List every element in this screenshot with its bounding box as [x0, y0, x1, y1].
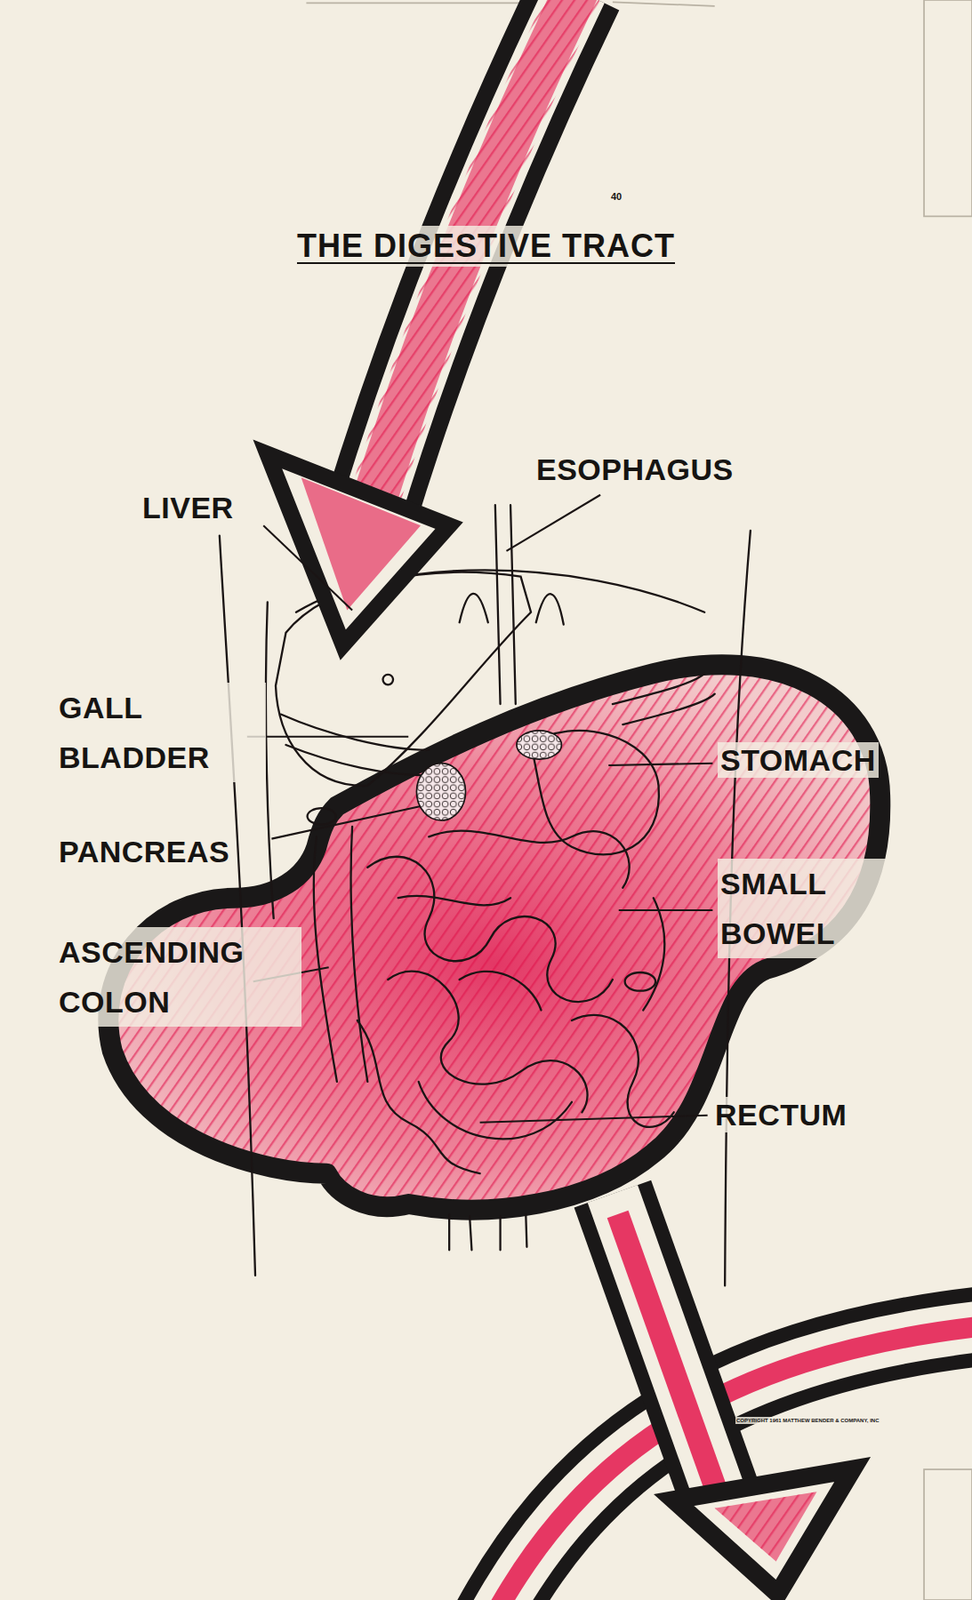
page-number: 40: [610, 190, 623, 203]
part-label: ESOPHAGUS: [533, 451, 737, 488]
part-label: LIVER: [139, 490, 237, 526]
pancreas-cells: [416, 763, 466, 821]
part-label: STOMACH: [717, 742, 879, 779]
part-label: SMALL BOWEL: [717, 859, 901, 959]
title-row: THE DIGESTIVE TRACT: [0, 225, 972, 267]
part-label: ASCENDING COLON: [56, 927, 302, 1028]
anatomy-lines: [219, 505, 751, 1286]
pancreas-cells: [516, 731, 563, 760]
part-label: RECTUM: [712, 1097, 850, 1133]
entry-arrow: [267, 0, 578, 646]
copyright-note: COPYRIGHT 1961 MATTHEW BENDER & COMPANY,…: [735, 1417, 880, 1425]
diagram-title: THE DIGESTIVE TRACT: [291, 225, 681, 267]
leader-lines: [247, 495, 714, 1124]
part-label: GALL BLADDER: [56, 682, 266, 783]
exit-arrow: [612, 1194, 853, 1595]
part-label: PANCREAS: [56, 834, 233, 870]
